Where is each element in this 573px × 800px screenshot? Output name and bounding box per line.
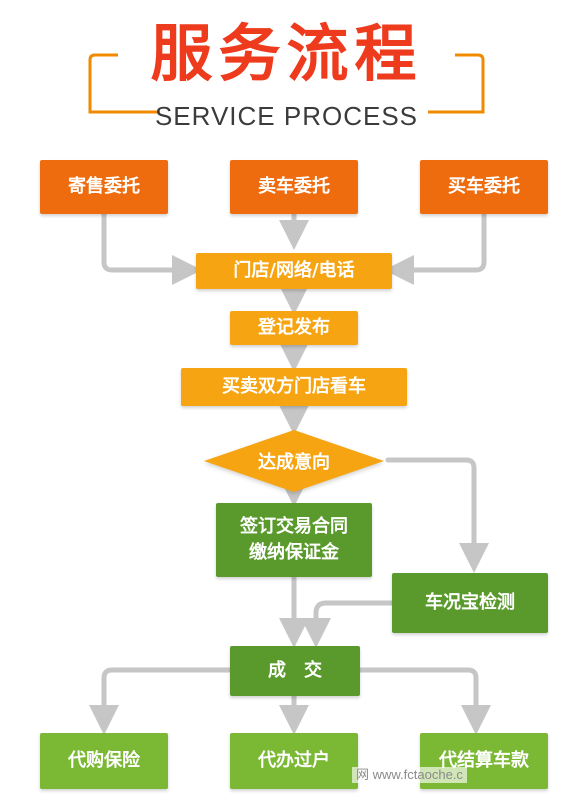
node-insurance: 代购保险 [40, 733, 168, 789]
node-channels: 门店/网络/电话 [196, 253, 392, 289]
contract-line-1: 签订交易合同 [240, 515, 348, 537]
node-buy-car: 买车委托 [420, 160, 548, 214]
contract-line-2: 缴纳保证金 [249, 542, 339, 563]
node-sell-car: 卖车委托 [230, 160, 358, 214]
node-viewing: 买卖双方门店看车 [181, 368, 407, 406]
node-contract: 签订交易合同 缴纳保证金 [216, 503, 372, 577]
arrow-buycar-to-channels [384, 211, 487, 285]
arrow-consign-to-channels [101, 211, 202, 285]
arrow-deal-to-payment [357, 667, 491, 735]
title-bracket-frame [88, 53, 485, 114]
agreement-diamond [204, 430, 384, 492]
node-inspection: 车况宝检测 [392, 573, 548, 633]
node-consign-sell: 寄售委托 [40, 160, 168, 214]
node-deal: 成 交 [230, 646, 360, 696]
page-title: 服务流程 [150, 17, 423, 90]
node-register: 登记发布 [230, 311, 358, 345]
arrow-lines [89, 211, 491, 735]
arrow-deal-to-insurance [89, 667, 233, 735]
node-transfer: 代办过户 [230, 733, 358, 789]
watermark: 网 www.fctaoche.c [352, 767, 467, 783]
arrow-agreement-to-inspection [385, 457, 489, 573]
page-subtitle: SERVICE PROCESS [154, 101, 419, 131]
node-agreement: 达成意向 [258, 452, 330, 473]
arrow-inspection-to-deal [301, 600, 395, 648]
